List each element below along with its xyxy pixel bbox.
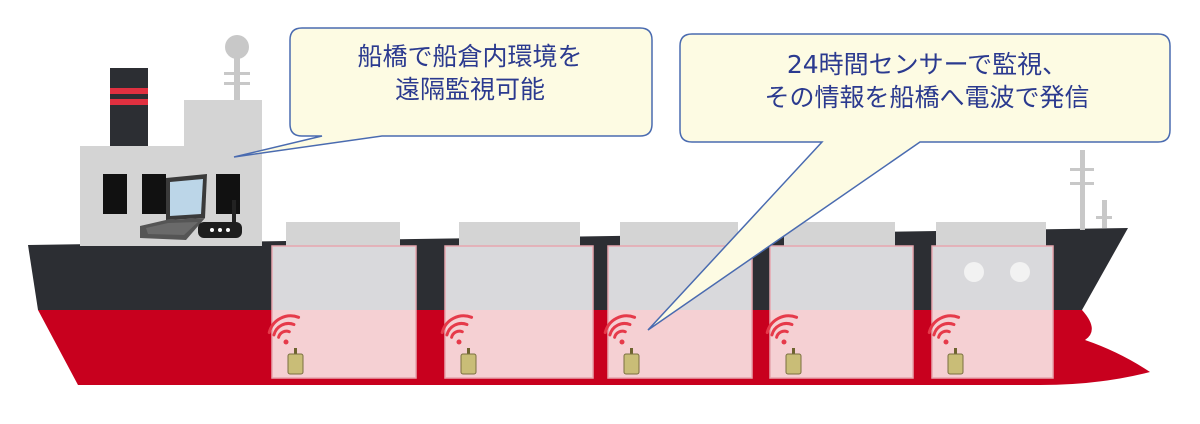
callout-bubble-sensor bbox=[647, 33, 1171, 331]
bridge-window bbox=[142, 174, 166, 214]
callout-line: 遠隔監視可能 bbox=[394, 75, 545, 104]
superstructure bbox=[80, 100, 262, 246]
hatch-covers bbox=[286, 222, 1046, 246]
sensor-icon bbox=[947, 348, 964, 375]
cargo-holds bbox=[267, 245, 1054, 379]
hold-upper bbox=[770, 246, 913, 310]
sensor-icon bbox=[287, 348, 304, 375]
wireless-signal-icon bbox=[603, 314, 637, 345]
bridge-window bbox=[216, 174, 240, 214]
hold-upper bbox=[272, 246, 416, 310]
router-icon bbox=[198, 200, 242, 238]
funnel bbox=[110, 68, 148, 150]
hold-border bbox=[271, 245, 417, 379]
hold-upper bbox=[445, 246, 593, 310]
sensor-icon bbox=[623, 348, 640, 375]
cargo-hold bbox=[765, 245, 914, 379]
wireless-signal-icon bbox=[765, 314, 799, 345]
sensor-icon bbox=[785, 348, 802, 375]
bridge-window bbox=[103, 174, 127, 214]
hold-upper bbox=[932, 246, 1053, 310]
laptop-icon bbox=[140, 174, 207, 240]
callout-line: 船橋で船倉内環境を bbox=[357, 42, 583, 71]
callout-line: その情報を船橋へ電波で発信 bbox=[764, 83, 1090, 112]
hold-border bbox=[607, 245, 753, 379]
radar-icon bbox=[224, 35, 250, 102]
cargo-hold bbox=[267, 245, 417, 379]
wireless-signal-icon bbox=[927, 314, 961, 345]
wireless-signal-icon bbox=[267, 314, 301, 345]
callout-bubble-bridge bbox=[233, 27, 653, 158]
bow-mast bbox=[1070, 150, 1112, 230]
hold-border bbox=[769, 245, 914, 379]
callout-text-sensor: 24時間センサーで監視、 その情報を船橋へ電波で発信 bbox=[684, 48, 1170, 114]
cargo-hold bbox=[927, 245, 1054, 379]
callout-text-bridge: 船橋で船倉内環境を 遠隔監視可能 bbox=[292, 40, 648, 106]
callout-line: 24時間センサーで監視、 bbox=[786, 50, 1068, 79]
hold-border bbox=[931, 245, 1054, 379]
wireless-signal-icon bbox=[440, 314, 474, 345]
cargo-hold bbox=[440, 245, 594, 379]
hold-border bbox=[444, 245, 594, 379]
sensor-icon bbox=[460, 348, 477, 375]
portholes bbox=[964, 262, 1030, 282]
